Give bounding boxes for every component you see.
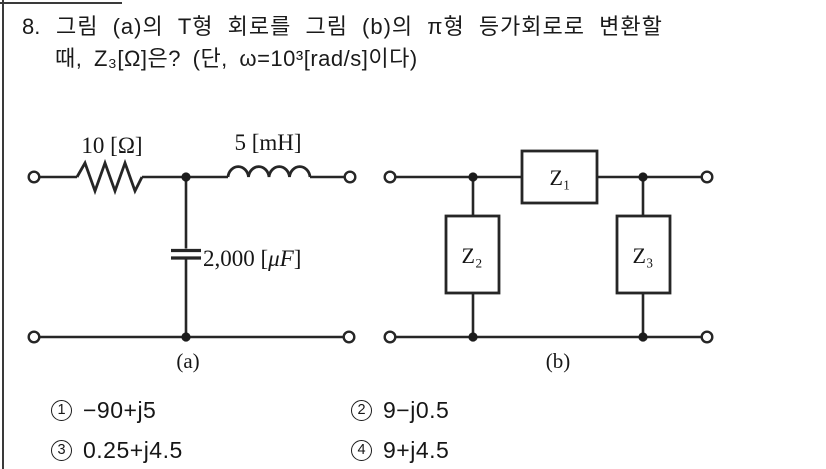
resistor-symbol [75, 158, 144, 196]
inductor-value-label: 5 [mH] [234, 130, 301, 155]
circuit-a [27, 158, 357, 344]
option-1-circled-number: 1 [51, 400, 72, 421]
question-number: 8. [22, 14, 41, 39]
z1-label: Z₁ [549, 165, 570, 190]
capacitor-symbol [171, 248, 201, 260]
terminal [700, 330, 714, 344]
z2-label: Z₂ [461, 243, 482, 268]
node-dot [468, 172, 478, 182]
impedance-box-z1 [520, 149, 599, 205]
option-3-text: 0.25+j4.5 [83, 437, 183, 463]
caption-b: (b) [546, 349, 571, 373]
option-4-text: 9+j4.5 [383, 437, 450, 463]
terminal [342, 330, 356, 344]
terminal [383, 170, 397, 184]
question-text-line2: 때, Z₃[Ω]은? (단, ω=10³[rad/s]이다) [55, 46, 418, 71]
option-2-text: 9−j0.5 [383, 397, 450, 423]
node-dot [181, 332, 191, 342]
caption-a: (a) [176, 349, 199, 373]
terminal [383, 330, 397, 344]
option-2-circled-number: 2 [351, 400, 372, 421]
resistor-value-label: 10 [Ω] [81, 133, 142, 158]
node-dot [638, 332, 648, 342]
terminal [343, 170, 357, 184]
answer-option-3[interactable]: 3 0.25+j4.5 [51, 437, 183, 464]
node-dot [638, 172, 648, 182]
table-border-left [2, 0, 4, 469]
option-4-circled-number: 4 [351, 440, 372, 461]
node-dot [181, 172, 191, 182]
terminal [27, 330, 41, 344]
terminal [700, 170, 714, 184]
capacitor-value-label: 2,000 [μF] [203, 246, 301, 271]
inductor-symbol [226, 165, 312, 178]
answer-option-1[interactable]: 1 −90+j5 [51, 397, 156, 424]
capacitor-unit-label: μF [267, 246, 295, 271]
node-dot [468, 332, 478, 342]
impedance-box-z3 [615, 214, 672, 295]
terminal [27, 170, 41, 184]
option-1-text: −90+j5 [83, 397, 157, 423]
question-text-line1: 그림 (a)의 T형 회로를 그림 (b)의 π형 등가회로로 변환할 [56, 14, 663, 39]
table-border-top [0, 2, 122, 4]
answer-option-2[interactable]: 2 9−j0.5 [351, 397, 449, 424]
option-3-circled-number: 3 [51, 440, 72, 461]
circuit-b [383, 149, 714, 344]
z3-label: Z₃ [632, 243, 653, 268]
answer-option-4[interactable]: 4 9+j4.5 [351, 437, 449, 464]
